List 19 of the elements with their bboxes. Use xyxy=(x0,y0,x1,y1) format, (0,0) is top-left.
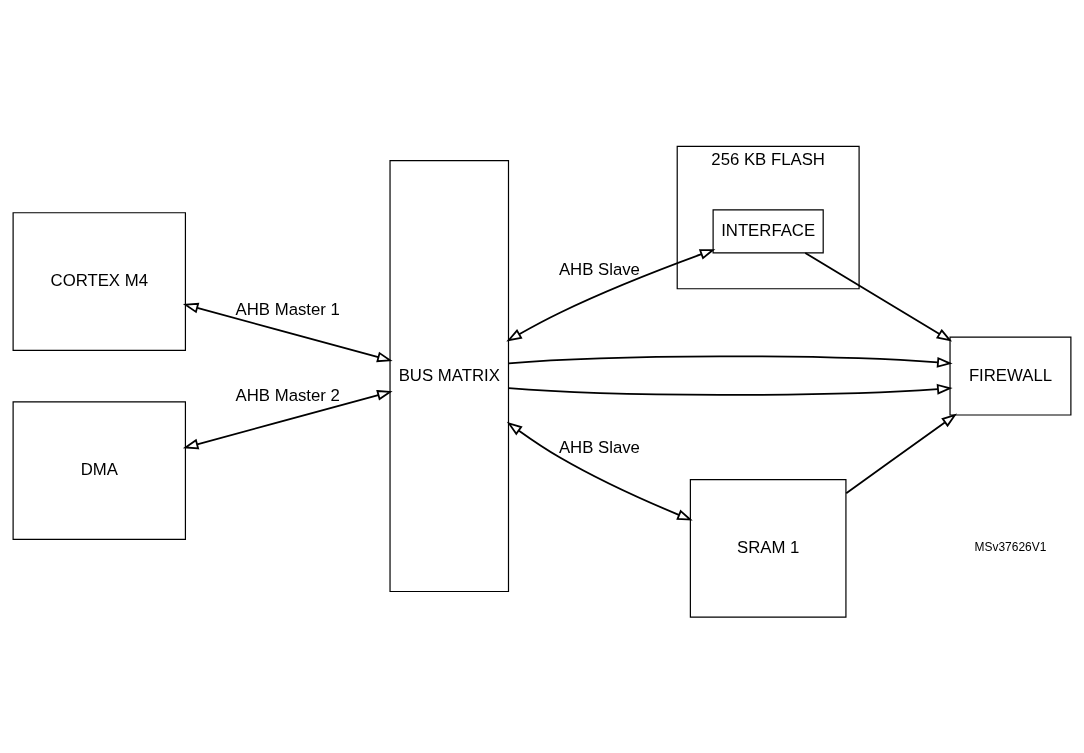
edge-label: AHB Master 2 xyxy=(235,385,340,405)
arrow xyxy=(804,251,953,342)
edge-label: AHB Master 1 xyxy=(235,299,340,319)
node-box: FIREWALL xyxy=(949,336,1072,416)
arrow xyxy=(182,389,393,449)
arrow xyxy=(845,413,957,494)
arrow xyxy=(506,421,693,521)
arrow xyxy=(506,248,716,342)
node-box: DMA xyxy=(12,400,186,540)
node-box: INTERFACE xyxy=(712,208,824,253)
edge-label: AHB Slave xyxy=(558,437,640,457)
node-box: CORTEX M4 xyxy=(12,211,186,351)
edge-label: AHB Slave xyxy=(558,259,640,279)
label: MSv37626V1 xyxy=(974,539,1047,554)
arrow xyxy=(182,302,393,362)
arrow xyxy=(507,354,953,368)
node-box: BUS MATRIX xyxy=(389,159,510,592)
arrow xyxy=(507,383,953,396)
node-box: SRAM 1 xyxy=(689,478,847,618)
